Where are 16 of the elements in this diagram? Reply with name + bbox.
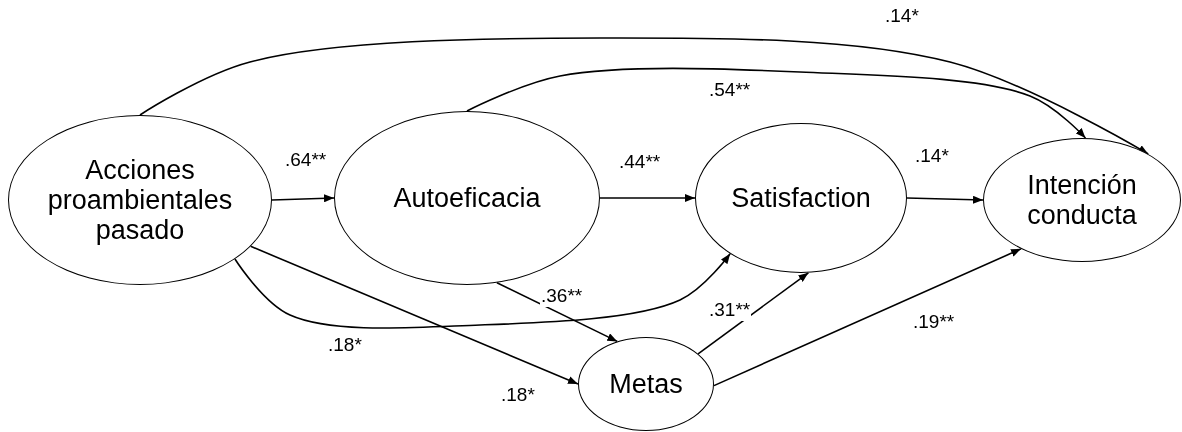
arrow	[234, 252, 731, 329]
edge-label: .36**	[540, 286, 584, 307]
node-label: Acciones proambientales pasado	[46, 154, 234, 246]
node-label: Satisfaction	[731, 182, 871, 214]
arrow	[713, 248, 1022, 387]
arrow	[249, 245, 579, 385]
node-label: Autoeficacia	[393, 182, 541, 214]
node-label: Intención conducta	[1026, 169, 1138, 231]
edge-label: .31**	[708, 300, 752, 321]
arrow	[496, 281, 619, 343]
arrow	[906, 195, 984, 204]
node-label: Metas	[609, 368, 683, 400]
arrow	[271, 194, 335, 203]
arrow	[599, 194, 696, 202]
arrow	[697, 272, 810, 355]
arrow	[466, 67, 1087, 139]
